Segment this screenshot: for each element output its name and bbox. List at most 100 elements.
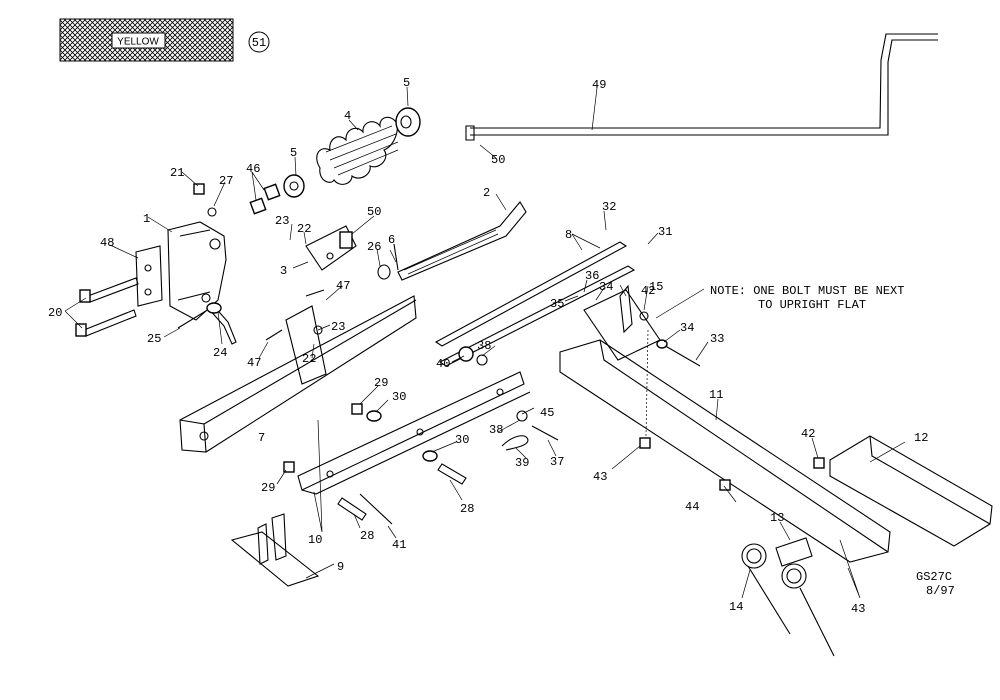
callout-43-left: 43 <box>593 470 607 484</box>
callout-36: 36 <box>585 269 599 283</box>
part-5-washer-right <box>395 107 421 137</box>
part-4-spring <box>316 116 399 185</box>
callout-28-right: 28 <box>460 502 474 516</box>
part-48-plate <box>135 245 163 307</box>
drawing-id: GS27C <box>916 570 952 584</box>
callout-15: 15 <box>649 280 663 294</box>
callout-44: 44 <box>685 500 699 514</box>
callout-49: 49 <box>592 78 606 92</box>
drawing-code: GS27C 8/97 <box>916 570 955 598</box>
callout-22-lower: 22 <box>302 352 316 366</box>
callout-5-top: 5 <box>403 76 410 90</box>
leader-lines <box>64 86 906 599</box>
callout-9: 9 <box>337 560 344 574</box>
callout-38-upper: 38 <box>477 339 491 353</box>
note-line-2: TO UPRIGHT FLAT <box>758 298 866 312</box>
part-10-plate <box>297 371 531 495</box>
part-14-tine <box>741 543 835 657</box>
part-38-40-washers <box>458 346 528 422</box>
part-2-threaded-rod <box>397 201 527 281</box>
part-7-main-beam <box>179 295 417 453</box>
callout-47-upper: 47 <box>336 279 350 293</box>
part-5-washer-left <box>283 174 305 198</box>
callout-24: 24 <box>213 346 227 360</box>
callout-48: 48 <box>100 236 114 250</box>
part-3-bracket <box>305 225 357 271</box>
callout-22-upper: 22 <box>297 222 311 236</box>
callout-45: 45 <box>540 406 554 420</box>
callout-39: 39 <box>515 456 529 470</box>
callout-26: 26 <box>367 240 381 254</box>
part-11-channel <box>559 339 891 563</box>
callout-32: 32 <box>602 200 616 214</box>
note-line-1: NOTE: ONE BOLT MUST BE NEXT <box>710 284 904 298</box>
callout-42-upper: 42 <box>641 284 655 298</box>
callout-30-lower: 30 <box>455 433 469 447</box>
callout-33: 33 <box>710 332 724 346</box>
part-28-bolts <box>337 463 467 521</box>
part-47-pins <box>265 289 325 341</box>
color-tag-ref-number: 51 <box>252 36 266 50</box>
assembly-note: NOTE: ONE BOLT MUST BE NEXT TO UPRIGHT F… <box>710 284 904 312</box>
part-20-bolts <box>75 277 139 337</box>
part-39-clip <box>501 435 529 451</box>
callout-38-lower: 38 <box>489 423 503 437</box>
part-21-nut <box>193 183 205 195</box>
callout-29-upper: 29 <box>374 376 388 390</box>
callout-50-mid: 50 <box>367 205 381 219</box>
color-tag-ref: 51 <box>248 31 270 53</box>
callout-7: 7 <box>258 431 265 445</box>
part-37-pin <box>531 425 559 441</box>
part-6-pin <box>393 243 399 271</box>
callout-11: 11 <box>709 388 723 402</box>
part-13-clamp <box>775 537 813 567</box>
callout-37: 37 <box>550 455 564 469</box>
callout-35: 35 <box>550 297 564 311</box>
callout-labels: 1 2 3 4 5 5 6 7 8 9 10 11 12 13 14 15 20… <box>48 76 928 616</box>
callout-25: 25 <box>147 332 161 346</box>
part-24-bolt <box>206 302 237 345</box>
callout-30-upper: 30 <box>392 390 406 404</box>
part-42-bolt <box>813 457 825 469</box>
callout-20: 20 <box>48 306 62 320</box>
callout-41: 41 <box>392 538 406 552</box>
drawing-date: 8/97 <box>926 584 955 598</box>
part-26-washer <box>377 264 391 280</box>
part-12-channel <box>829 435 993 547</box>
color-tag-label: YELLOW <box>117 37 159 48</box>
part-29-nuts <box>283 403 363 473</box>
part-8-strips <box>434 241 636 367</box>
part-46-nuts <box>249 183 281 215</box>
part-9-bracket <box>230 513 320 587</box>
callout-40: 40 <box>436 357 450 371</box>
part-30-washers <box>366 410 438 462</box>
callout-5-left: 5 <box>290 146 297 160</box>
callout-6: 6 <box>388 233 395 247</box>
callout-23-upper: 23 <box>275 214 289 228</box>
callout-3: 3 <box>280 264 287 278</box>
callout-10: 10 <box>308 533 322 547</box>
callout-31: 31 <box>658 225 672 239</box>
callout-43-right: 43 <box>851 602 865 616</box>
part-45-vertical-line <box>645 329 649 437</box>
callout-29-lower: 29 <box>261 481 275 495</box>
callout-47-lower: 47 <box>247 356 261 370</box>
part-43-nut <box>639 437 651 449</box>
part-41-pin <box>359 493 393 525</box>
callout-34-upper: 34 <box>599 280 613 294</box>
part-27-washer <box>207 207 217 217</box>
callout-12: 12 <box>914 431 928 445</box>
callout-21: 21 <box>170 166 184 180</box>
part-44-bolt <box>719 479 731 491</box>
part-22-bracket-lower <box>285 305 327 385</box>
callout-42-lower: 42 <box>801 427 815 441</box>
callout-34-lower: 34 <box>680 321 694 335</box>
callout-4: 4 <box>344 109 351 123</box>
part-49-rod <box>465 33 938 141</box>
callout-23-lower: 23 <box>331 320 345 334</box>
callout-46: 46 <box>246 162 260 176</box>
part-1-bracket <box>167 221 227 321</box>
color-tag: YELLOW <box>59 18 234 62</box>
callout-28-left: 28 <box>360 529 374 543</box>
